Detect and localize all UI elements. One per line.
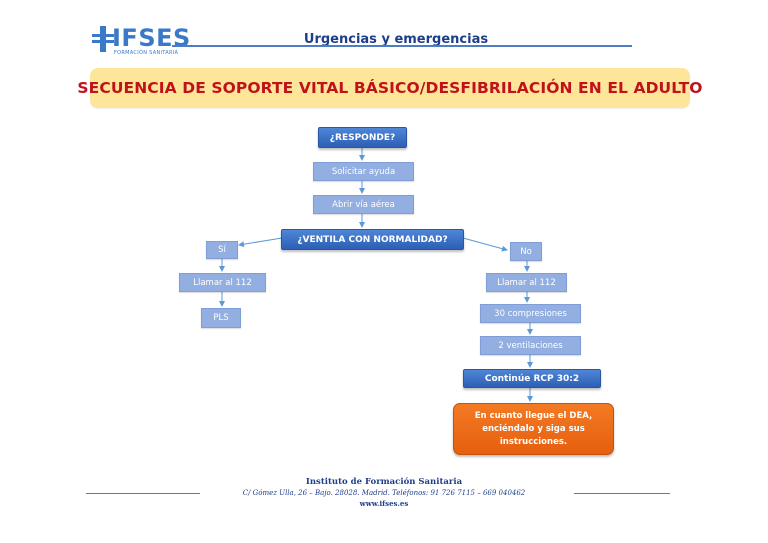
dea-box: En cuanto llegue el DEA, enciéndalo y si… (453, 403, 614, 455)
llamar-112-si-box: Llamar al 112 (179, 273, 266, 292)
ifses-logo: IFSES FORMACIÓN SANITARIA (92, 24, 190, 58)
dea-line: enciéndalo y siga sus (482, 423, 585, 434)
footer-website[interactable]: www.ifses.es (359, 499, 409, 508)
solicitar-ayuda-box: Solicitar ayuda (313, 162, 414, 181)
dea-line: En cuanto llegue el DEA, (474, 410, 593, 421)
llamar-112-no-box: Llamar al 112 (486, 273, 567, 292)
continue-rcp-label: Continúe RCP 30:2 (484, 373, 580, 384)
abrir-via-aerea-box: Abrir vía aérea (313, 195, 414, 214)
footer-address: C/ Gómez Ulla, 26 – Bajo. 28028. Madrid.… (242, 489, 526, 497)
page-title: SECUENCIA DE SOPORTE VITAL BÁSICO/DESFIB… (77, 79, 703, 97)
continue-rcp-box: Continúe RCP 30:2 (463, 369, 601, 388)
logo-subtitle: FORMACIÓN SANITARIA (114, 50, 179, 56)
no-box: No (510, 242, 542, 261)
footer-rule-right (574, 493, 670, 494)
compresiones-box: 30 compresiones (480, 304, 581, 323)
pls-label: PLS (213, 313, 229, 323)
ventilaciones-box: 2 ventilaciones (480, 336, 581, 355)
cross-logo-icon (92, 26, 114, 52)
llamar-112-no-label: Llamar al 112 (497, 277, 556, 288)
header-title: Urgencias y emergencias (303, 32, 489, 47)
ventila-label: ¿VENTILA CON NORMALIDAD? (297, 234, 448, 245)
si-label: Sí (218, 245, 226, 255)
dea-line: instrucciones. (499, 436, 568, 447)
no-label: No (520, 246, 532, 257)
abrir-via-aerea-label: Abrir vía aérea (332, 199, 395, 210)
responde-label: ¿RESPONDE? (329, 132, 396, 143)
arrow-ventila-si (238, 237, 283, 248)
responde-box: ¿RESPONDE? (318, 127, 407, 148)
compresiones-label: 30 compresiones (494, 308, 567, 319)
ventila-box: ¿VENTILA CON NORMALIDAD? (281, 229, 464, 250)
title-banner: SECUENCIA DE SOPORTE VITAL BÁSICO/DESFIB… (77, 68, 702, 108)
footer-organization: Instituto de Formación Sanitaria (305, 477, 463, 487)
si-box: Sí (206, 241, 238, 259)
pls-box: PLS (201, 308, 241, 328)
footer-rule-left (86, 493, 200, 494)
ventilaciones-label: 2 ventilaciones (498, 340, 563, 351)
solicitar-ayuda-label: Solicitar ayuda (331, 166, 396, 177)
arrow-ventila-no (462, 237, 508, 252)
header-divider (172, 45, 632, 47)
llamar-112-si-label: Llamar al 112 (193, 277, 252, 288)
